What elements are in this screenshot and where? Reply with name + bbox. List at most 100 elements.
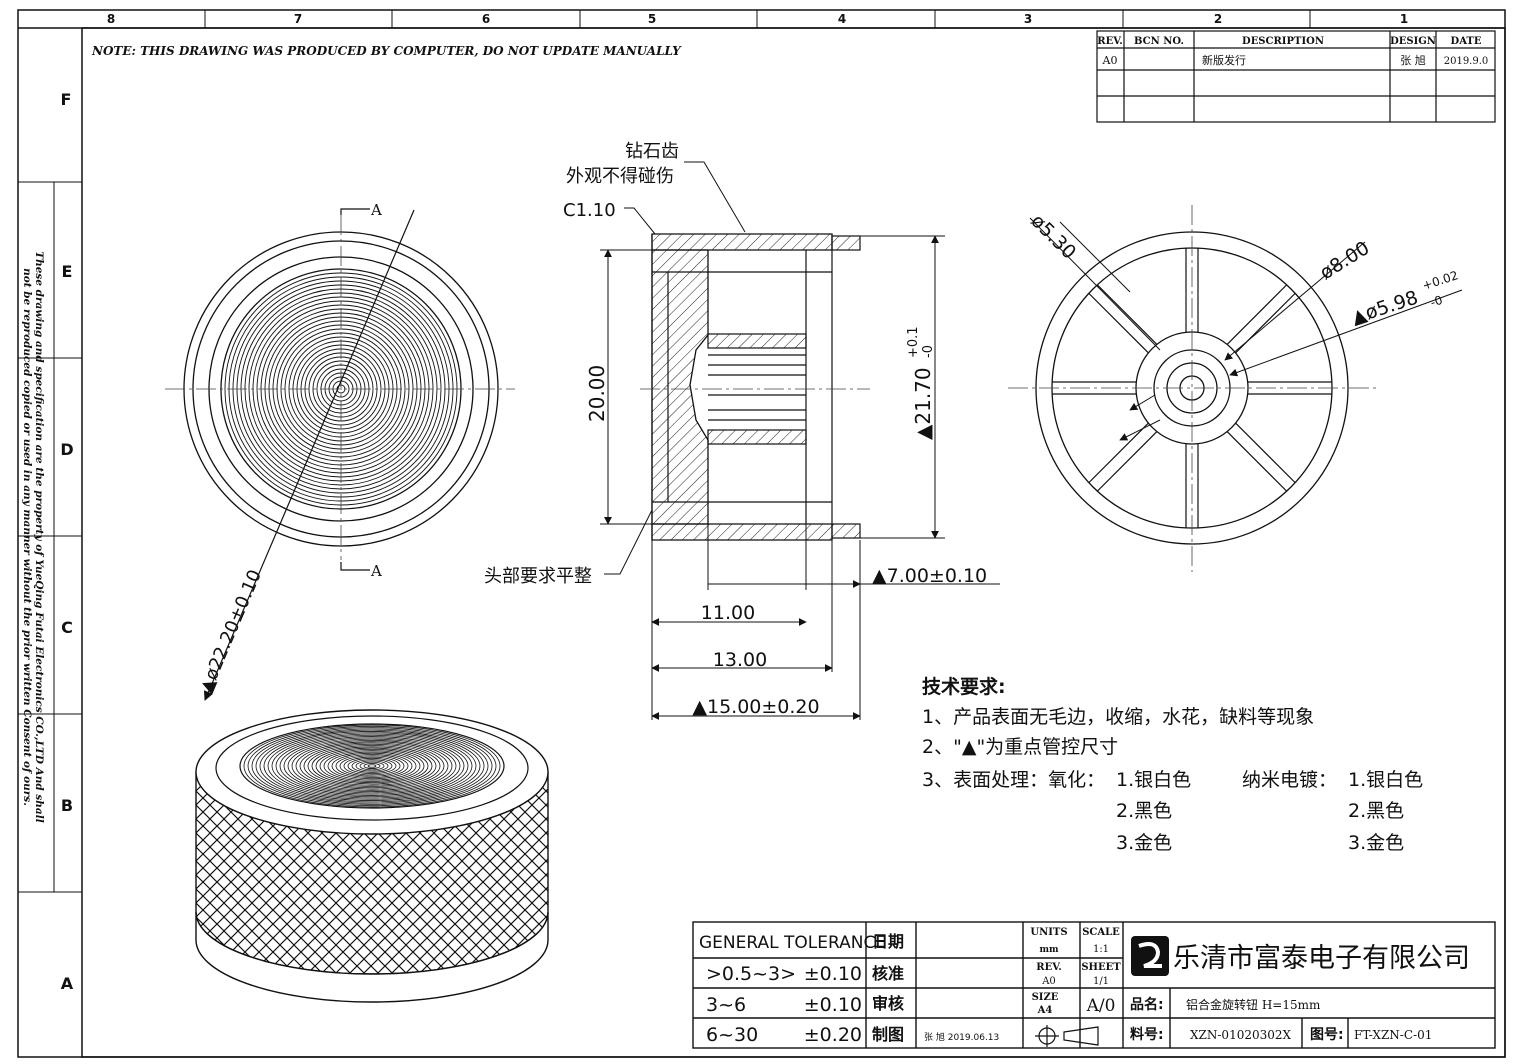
computer-drawing-note: NOTE: THIS DRAWING WAS PRODUCED BY COMPU… — [91, 44, 682, 58]
zone-side-f: F — [61, 90, 72, 109]
zone-labels: 8 7 6 5 4 3 2 1 F E D C B A — [60, 12, 1408, 993]
rev-label: REV. — [1036, 962, 1061, 973]
zone-side-b: B — [61, 796, 73, 815]
side-notice: These drawing and specification are the … — [21, 251, 45, 822]
zone-top-3: 3 — [1024, 12, 1032, 26]
tech-item-1: 1、产品表面无毛边，收缩，水花，缺料等现象 — [922, 706, 1314, 728]
scale-label: SCALE — [1082, 927, 1120, 938]
dim-outer-21-70-tol-upper: +0.1 — [906, 326, 921, 358]
label-chamfer: C1.10 — [563, 200, 616, 221]
dim-shaft-5-98: ▲ø5.98 — [1349, 287, 1421, 329]
zone-side-d: D — [60, 440, 73, 459]
nano-1: 1.银白色 — [1348, 769, 1423, 791]
dim-hub-8: ø8.00 — [1316, 237, 1373, 284]
units-label: UNITS — [1030, 927, 1067, 938]
tech-requirements: 技术要求: 1、产品表面无毛边，收缩，水花，缺料等现象 2、"▲"为重点管控尺寸… — [922, 675, 1423, 854]
oxidation-1: 1.银白色 — [1116, 769, 1191, 791]
rev-header-date: DATE — [1451, 36, 1482, 47]
zone-top-2: 2 — [1214, 12, 1222, 26]
label-drafter: 制图 — [872, 1025, 904, 1044]
zone-top-1: 1 — [1400, 12, 1408, 26]
drawing-number-label: 图号: — [1310, 1027, 1344, 1043]
zone-top-6: 6 — [482, 12, 490, 26]
rev-row-rev: A0 — [1102, 54, 1118, 67]
rear-view: ø5.30 ø8.00 ▲ø5.98 +0.02 -0 — [1008, 205, 1463, 572]
dim-shaft-5-98-tol-upper: +0.02 — [1421, 268, 1460, 293]
isometric-knob-view — [195, 709, 549, 1003]
dim-length-13: 13.00 — [713, 649, 767, 671]
rev-row-description: 新版发行 — [1202, 53, 1246, 67]
rev-value: A0 — [1041, 976, 1056, 987]
dim-length-15: ▲15.00±0.20 — [692, 696, 819, 718]
rev-header-design: DESIGN — [1390, 36, 1436, 47]
product-name-label: 品名: — [1130, 996, 1164, 1013]
projection-symbol-icon — [1035, 1025, 1099, 1047]
tolerance-range-3: 6~30 — [706, 1024, 758, 1046]
dim-height-20: 20.00 — [585, 365, 609, 422]
nano-plating-label: 纳米电镀： — [1242, 769, 1337, 791]
tolerance-range-2: 3~6 — [706, 994, 746, 1016]
tech-item-3-prefix: 3、表面处理：氧化： — [922, 769, 1105, 791]
oxidation-2: 2.黑色 — [1116, 800, 1172, 822]
dim-length-11: 11.00 — [701, 602, 755, 624]
size-label: SIZE — [1032, 992, 1059, 1003]
part-number: XZN-01020302X — [1190, 1028, 1292, 1042]
tolerance-value-2: ±0.10 — [804, 994, 862, 1016]
label-diamond-teeth: 钻石齿 — [625, 141, 679, 162]
tolerance-value-1: ±0.10 — [804, 963, 862, 985]
label-review: 审核 — [872, 994, 904, 1013]
drawing-frame — [17, 9, 1506, 1058]
dim-outer-21-70-tol-lower: -0 — [921, 345, 936, 358]
rev-header-bcn: BCN NO. — [1134, 36, 1184, 47]
size-value: A4 — [1037, 1005, 1053, 1016]
drafter-value: 张 旭 2019.06.13 — [924, 1031, 999, 1043]
drawing-number: FT-XZN-C-01 — [1354, 1028, 1432, 1042]
zone-side-a: A — [61, 974, 74, 993]
company-name: 乐清市富泰电子有限公司 — [1173, 943, 1470, 974]
label-approve: 核准 — [872, 964, 904, 983]
label-head-flat: 头部要求平整 — [484, 566, 592, 587]
rev-row-date: 2019.9.0 — [1444, 56, 1489, 67]
general-tolerance-header: GENERAL TOLERANCE — [699, 933, 886, 953]
zone-top-4: 4 — [838, 12, 846, 26]
sheet-value: 1/1 — [1093, 976, 1109, 987]
units-value: mm — [1039, 945, 1059, 955]
tolerance-value-3: ±0.20 — [804, 1024, 862, 1046]
side-notice-line2: not be reproduced copied or used in any … — [21, 268, 33, 806]
revision-table: REV. BCN NO. DESCRIPTION DESIGN DATE A0 … — [1096, 30, 1496, 123]
revision-code: A/0 — [1086, 996, 1116, 1016]
zone-side-c: C — [61, 618, 73, 637]
part-number-label: 料号: — [1130, 1026, 1164, 1043]
dim-shaft-5-98-tol-lower: -0 — [1429, 293, 1445, 310]
title-block: GENERAL TOLERANCE >0.5~3> ±0.10 3~6 ±0.1… — [692, 921, 1496, 1049]
rib-spokes — [1052, 248, 1332, 528]
iso-concentric-texture — [243, 724, 501, 808]
tolerance-range-1: >0.5~3> — [706, 963, 796, 985]
sheet-label: SHEET — [1081, 962, 1121, 973]
dim-face-diameter: ▲ø22.20±0.10 — [195, 567, 266, 696]
zone-top-5: 5 — [648, 12, 656, 26]
company-logo-icon — [1131, 936, 1169, 976]
rev-header-rev: REV. — [1097, 36, 1122, 47]
dim-outer-21-70: ▲21.70 — [911, 367, 935, 440]
scale-value: 1:1 — [1093, 944, 1109, 955]
zone-top-8: 8 — [107, 12, 115, 26]
zone-top-7: 7 — [294, 12, 302, 26]
rev-header-description: DESCRIPTION — [1242, 36, 1324, 47]
zone-side-e: E — [62, 262, 73, 281]
label-date: 日期 — [872, 932, 904, 951]
section-view: 钻石齿 外观不得碰伤 C1.10 头部要求平整 20.00 ▲21.70 +0.… — [484, 141, 1000, 720]
section-label-top: A — [370, 201, 382, 219]
product-name: 铝合金旋转钮 H=15mm — [1186, 997, 1321, 1012]
tech-title: 技术要求: — [922, 675, 1006, 698]
oxidation-3: 3.金色 — [1116, 832, 1172, 854]
dim-rib-5-30: ø5.30 — [1026, 210, 1080, 264]
dim-bore-7: ▲7.00±0.10 — [872, 565, 987, 587]
rev-row-design: 张 旭 — [1400, 53, 1426, 67]
nano-2: 2.黑色 — [1348, 800, 1404, 822]
label-no-damage: 外观不得碰伤 — [566, 166, 674, 187]
nano-3: 3.金色 — [1348, 832, 1404, 854]
tech-item-2: 2、"▲"为重点管控尺寸 — [922, 736, 1118, 758]
side-notice-line1: These drawing and specification are the … — [33, 251, 45, 822]
